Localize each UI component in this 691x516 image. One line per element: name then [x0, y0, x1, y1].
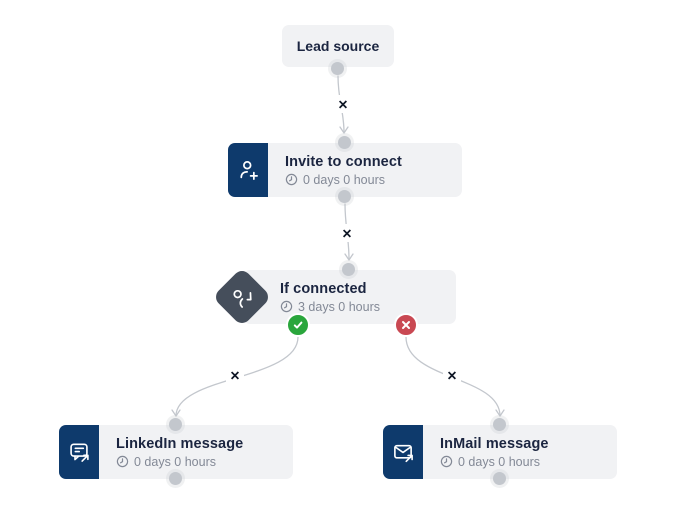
connector-handle-invite-bottom[interactable]: [338, 190, 351, 203]
edge-lead-to-invite-arrowhead: [339, 126, 349, 134]
node-title: If connected: [280, 280, 367, 297]
person-check-icon: [233, 289, 252, 308]
edge-invite-to-if-arrowhead: [344, 253, 354, 261]
connector-handle-linkedin-top[interactable]: [169, 418, 182, 431]
branch-yes-icon[interactable]: [286, 313, 310, 337]
clock-icon: [440, 455, 453, 468]
node-invite-to-connect[interactable]: Invite to connect 0 days 0 hours: [228, 143, 462, 197]
node-delay-text: 0 days 0 hours: [134, 454, 216, 469]
edge-no-to-inmail-arrowhead: [495, 409, 505, 417]
clock-icon: [116, 455, 129, 468]
edge-delete-button-lead-invite[interactable]: ✕: [334, 95, 352, 113]
node-title: InMail message: [440, 435, 549, 452]
connector-handle-invite-top[interactable]: [338, 136, 351, 149]
clock-icon: [285, 173, 298, 186]
chat-bubble-arrow-icon: [59, 425, 99, 479]
node-delay-text: 0 days 0 hours: [303, 172, 385, 187]
edge-delete-button-yes-linkedin[interactable]: ✕: [226, 366, 244, 384]
connector-handle-inmail-top[interactable]: [493, 418, 506, 431]
node-delay: 3 days 0 hours: [280, 300, 380, 314]
node-delay-text: 0 days 0 hours: [458, 454, 540, 469]
node-title: LinkedIn message: [116, 435, 244, 452]
connector-handle-lead-bottom[interactable]: [331, 62, 344, 75]
node-lead-source[interactable]: Lead source: [282, 25, 394, 67]
edge-delete-button-no-inmail[interactable]: ✕: [443, 366, 461, 384]
connector-handle-linkedin-bottom[interactable]: [169, 472, 182, 485]
node-inmail-message[interactable]: InMail message 0 days 0 hours: [383, 425, 617, 479]
mail-arrow-icon: [383, 425, 423, 479]
node-delay-text: 3 days 0 hours: [298, 299, 380, 314]
node-delay: 0 days 0 hours: [116, 455, 243, 469]
edge-yes-to-linkedin-arrowhead: [171, 409, 181, 417]
connector-handle-if-top[interactable]: [342, 263, 355, 276]
node-title: Lead source: [296, 38, 380, 54]
clock-icon: [280, 300, 293, 313]
branch-no-icon[interactable]: [394, 313, 418, 337]
connector-handle-inmail-bottom[interactable]: [493, 472, 506, 485]
node-delay: 0 days 0 hours: [440, 455, 549, 469]
node-delay: 0 days 0 hours: [285, 173, 402, 187]
node-if-connected[interactable]: If connected 3 days 0 hours: [243, 270, 456, 324]
edge-delete-button-invite-if[interactable]: ✕: [338, 224, 356, 242]
node-linkedin-message[interactable]: LinkedIn message 0 days 0 hours: [59, 425, 293, 479]
person-plus-icon: [228, 143, 268, 197]
node-title: Invite to connect: [285, 153, 402, 170]
